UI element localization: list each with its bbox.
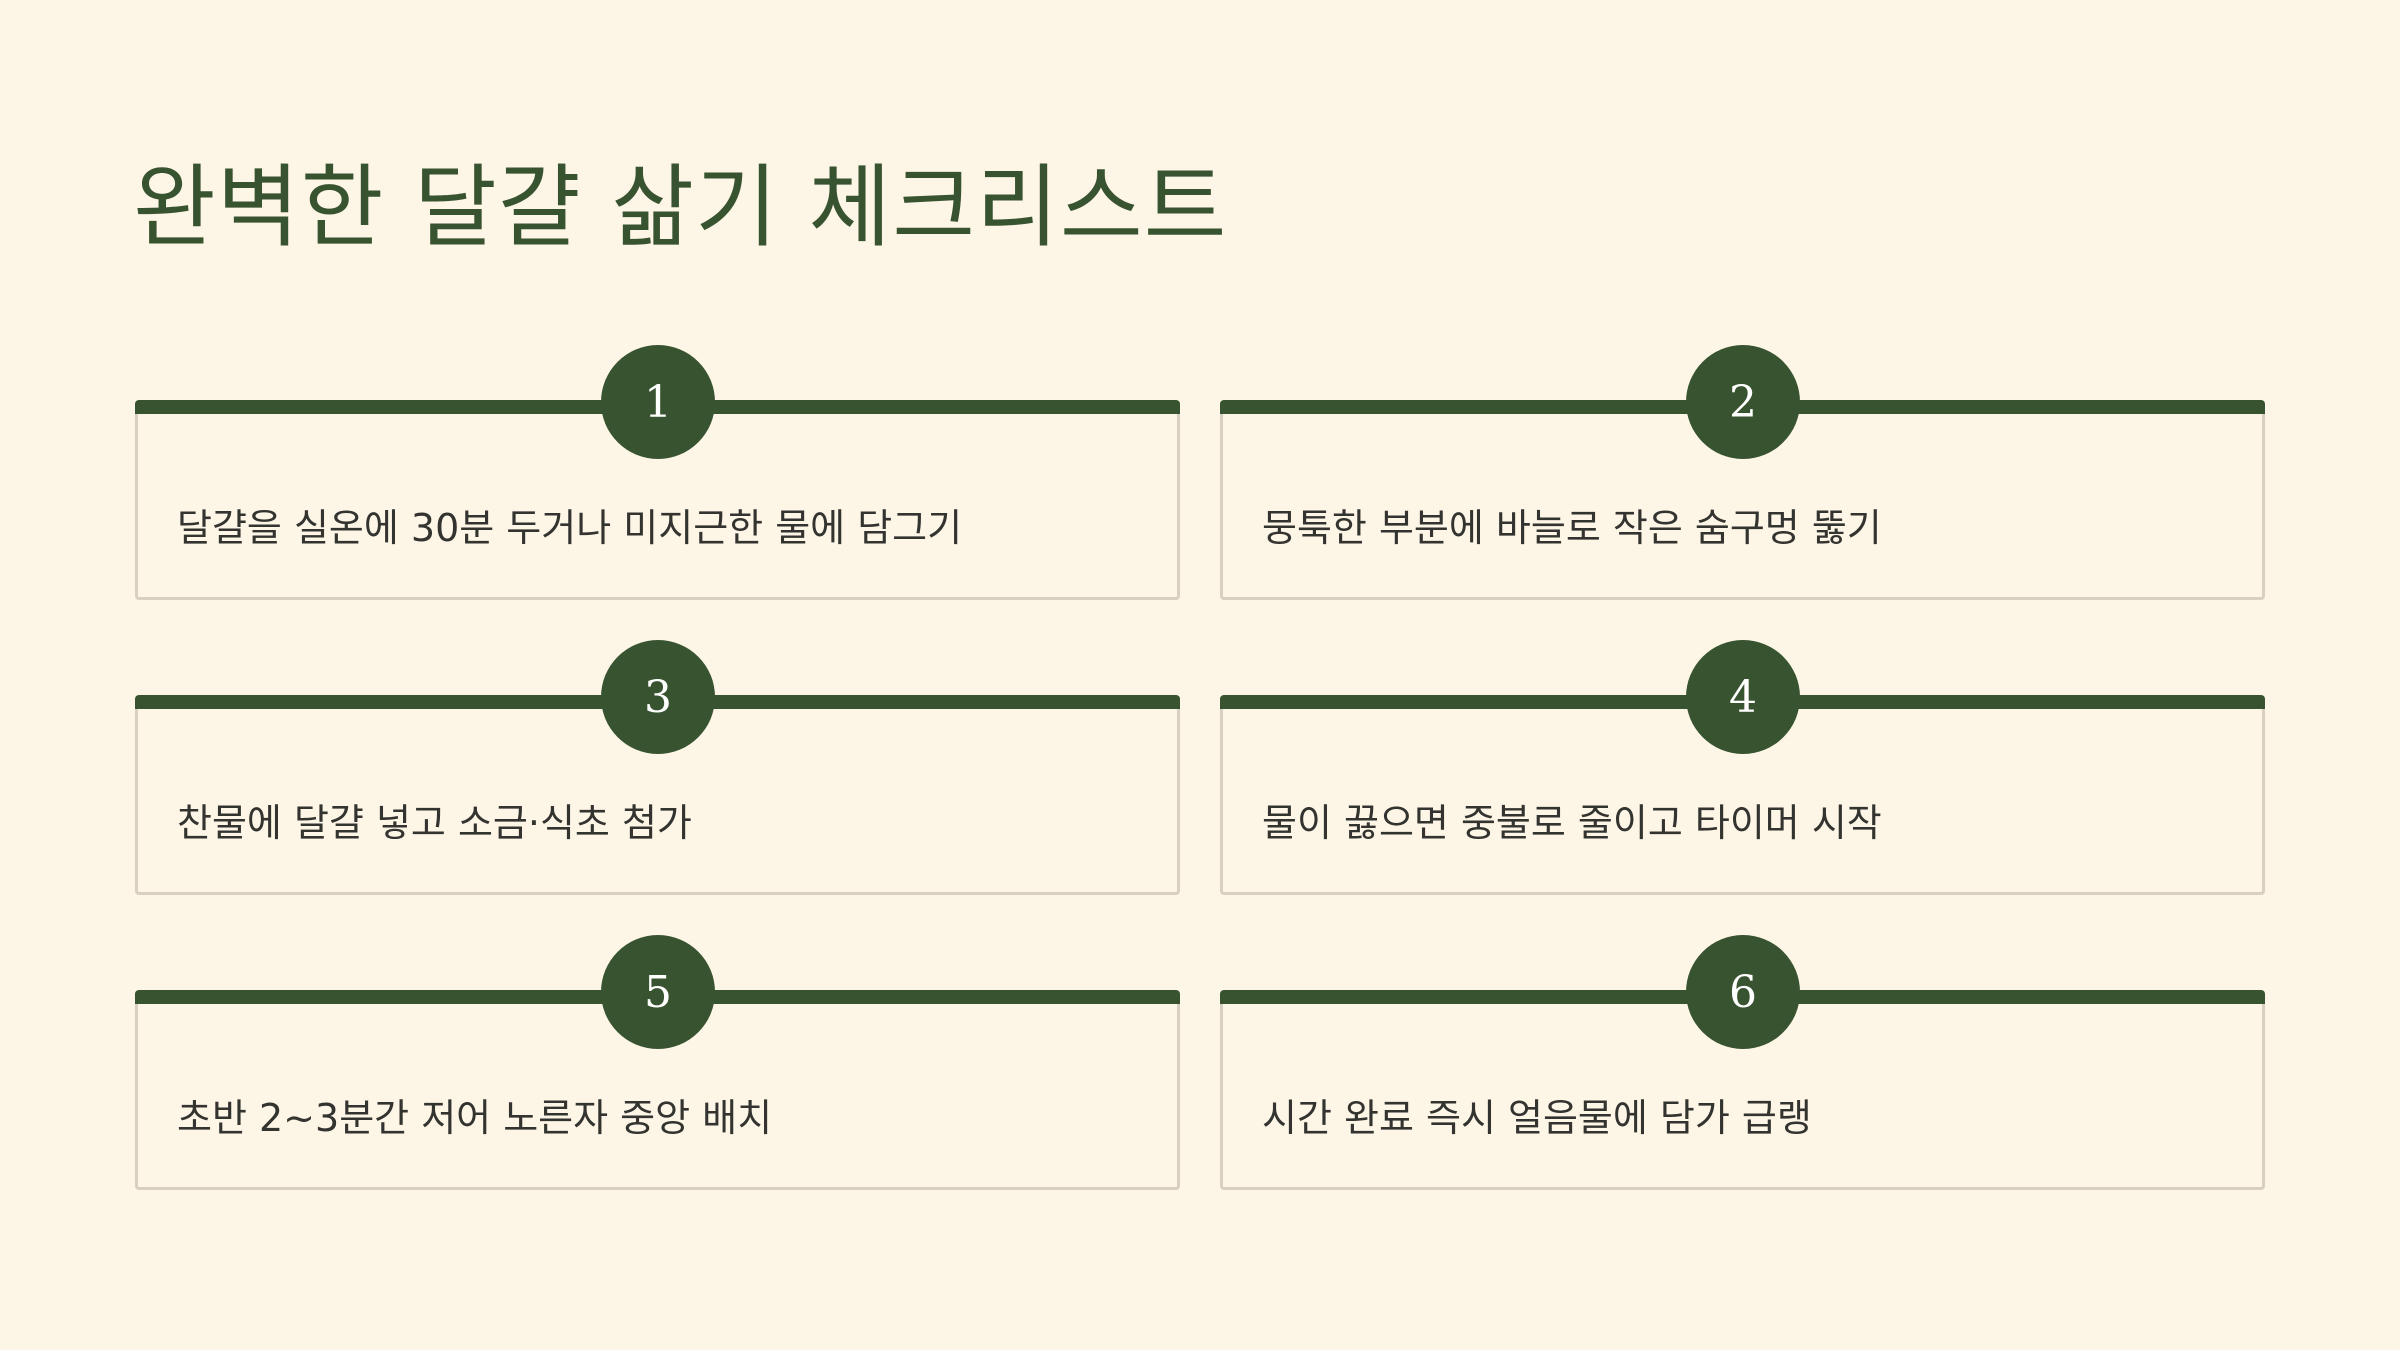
step-text: 시간 완료 즉시 얼음물에 담가 급랭: [1262, 1096, 1812, 1140]
step-text: 찬물에 달걀 넣고 소금·식초 첨가: [177, 801, 692, 845]
card-body: [135, 709, 1180, 895]
step-number-badge: 1: [601, 345, 715, 459]
step-number-badge: 2: [1686, 345, 1800, 459]
step-text: 물이 끓으면 중불로 줄이고 타이머 시작: [1262, 801, 1882, 845]
card-body: [135, 414, 1180, 600]
checklist-card-3: 3 찬물에 달걀 넣고 소금·식초 첨가: [135, 640, 1180, 895]
checklist-card-5: 5 초반 2~3분간 저어 노른자 중앙 배치: [135, 935, 1180, 1190]
step-number-badge: 6: [1686, 935, 1800, 1049]
step-number-badge: 3: [601, 640, 715, 754]
checklist-card-6: 6 시간 완료 즉시 얼음물에 담가 급랭: [1220, 935, 2265, 1190]
checklist-card-2: 2 뭉툭한 부분에 바늘로 작은 숨구멍 뚫기: [1220, 345, 2265, 600]
step-number-badge: 5: [601, 935, 715, 1049]
checklist-card-1: 1 달걀을 실온에 30분 두거나 미지근한 물에 담그기: [135, 345, 1180, 600]
step-number-badge: 4: [1686, 640, 1800, 754]
page-title: 완벽한 달걀 삶기 체크리스트: [133, 155, 1228, 260]
step-text: 달걀을 실온에 30분 두거나 미지근한 물에 담그기: [177, 506, 963, 550]
step-text: 뭉툭한 부분에 바늘로 작은 숨구멍 뚫기: [1262, 506, 1882, 550]
checklist-grid: 1 달걀을 실온에 30분 두거나 미지근한 물에 담그기 2 뭉툭한 부분에 …: [135, 345, 2265, 1190]
checklist-card-4: 4 물이 끓으면 중불로 줄이고 타이머 시작: [1220, 640, 2265, 895]
step-text: 초반 2~3분간 저어 노른자 중앙 배치: [177, 1096, 773, 1140]
